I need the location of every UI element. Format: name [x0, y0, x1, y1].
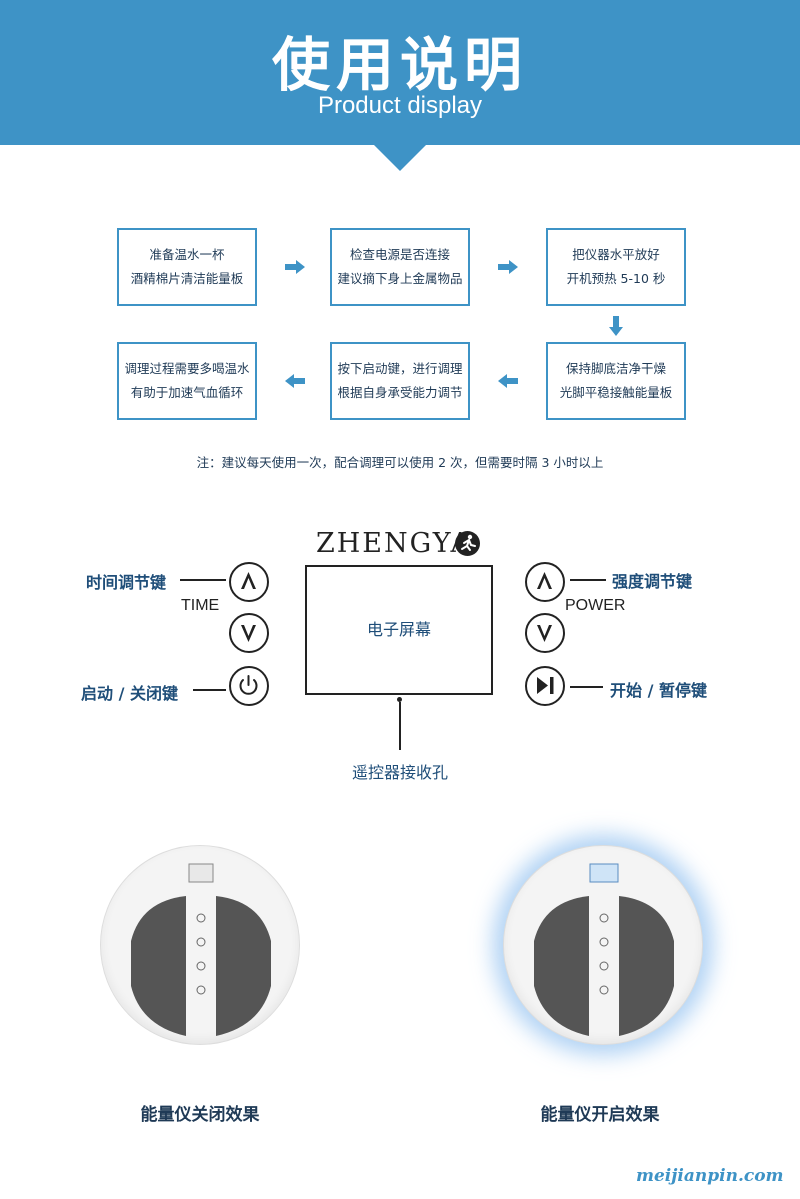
start-pause-button[interactable] [525, 666, 565, 706]
step-4-line2: 光脚平稳接触能量板 [559, 385, 673, 400]
electronic-screen [305, 565, 493, 695]
step-3: 把仪器水平放好 开机预热 5-10 秒 [546, 228, 686, 306]
intensity-leader-line [570, 579, 606, 581]
banner-notch [373, 144, 427, 171]
time-down-button[interactable] [229, 613, 269, 653]
page-title: 使用说明 [271, 31, 528, 99]
step-3-line1: 把仪器水平放好 [572, 247, 660, 262]
arrow-left-icon [285, 374, 305, 388]
step-6: 调理过程需要多喝温水 有助于加速气血循环 [117, 342, 257, 420]
start-pause-leader-line [570, 686, 603, 688]
time-leader-line [180, 579, 226, 581]
power-onoff-label: 启动 / 关闭键 [81, 684, 178, 703]
step-3-line2: 开机预热 5-10 秒 [566, 271, 666, 286]
step-5: 按下启动键，进行调理 根据自身承受能力调节 [330, 342, 470, 420]
device-off-caption: 能量仪关闭效果 [140, 1105, 260, 1125]
device-on-image [503, 845, 703, 1045]
device-on-caption: 能量仪开启效果 [540, 1105, 660, 1125]
arrow-right-icon [285, 260, 305, 274]
step-2-line2: 建议摘下身上金属物品 [337, 271, 463, 286]
power-onoff-button[interactable] [229, 666, 269, 706]
intensity-down-button[interactable] [525, 613, 565, 653]
arrow-left-icon [498, 374, 518, 388]
step-6-line2: 有助于加速气血循环 [130, 385, 244, 400]
step-4: 保持脚底洁净干燥 光脚平稳接触能量板 [546, 342, 686, 420]
step-1-line2: 酒精棉片清洁能量板 [130, 271, 244, 286]
arrow-right-icon [498, 260, 518, 274]
arrow-down-icon [609, 316, 623, 336]
remote-receiver-label: 遥控器接收孔 [351, 763, 448, 782]
intensity-up-button[interactable] [525, 562, 565, 602]
step-5-line2: 根据自身承受能力调节 [337, 385, 463, 400]
time-caption: TIME [181, 597, 220, 614]
step-2: 检查电源是否连接 建议摘下身上金属物品 [330, 228, 470, 306]
step-1-line1: 准备温水一杯 [149, 247, 225, 262]
step-4-line1: 保持脚底洁净干燥 [565, 361, 666, 376]
time-key-label: 时间调节键 [86, 573, 167, 592]
step-6-line1: 调理过程需要多喝温水 [124, 361, 250, 376]
remote-receiver-dot [397, 697, 402, 702]
usage-note: 注：建议每天使用一次，配合调理可以使用 2 次，但需要时隔 3 小时以上 [196, 455, 604, 470]
receiver-leader-line [399, 702, 401, 750]
power-caption: POWER [565, 597, 626, 614]
power-onoff-leader-line [193, 689, 226, 691]
runner-logo-icon [455, 531, 480, 556]
brand-logo: ZHENGYA [316, 528, 472, 559]
step-2-line1: 检查电源是否连接 [349, 247, 450, 262]
time-up-button[interactable] [229, 562, 269, 602]
watermark: meijianpin.com [636, 1166, 784, 1186]
step-1: 准备温水一杯 酒精棉片清洁能量板 [117, 228, 257, 306]
page-subtitle: Product display [317, 92, 483, 119]
screen-label: 电子屏幕 [366, 620, 431, 639]
start-pause-label: 开始 / 暂停键 [610, 681, 707, 700]
device-off-image [100, 845, 300, 1045]
intensity-key-label: 强度调节键 [612, 572, 693, 591]
step-5-line1: 按下启动键，进行调理 [337, 361, 463, 376]
header-banner [0, 0, 800, 145]
